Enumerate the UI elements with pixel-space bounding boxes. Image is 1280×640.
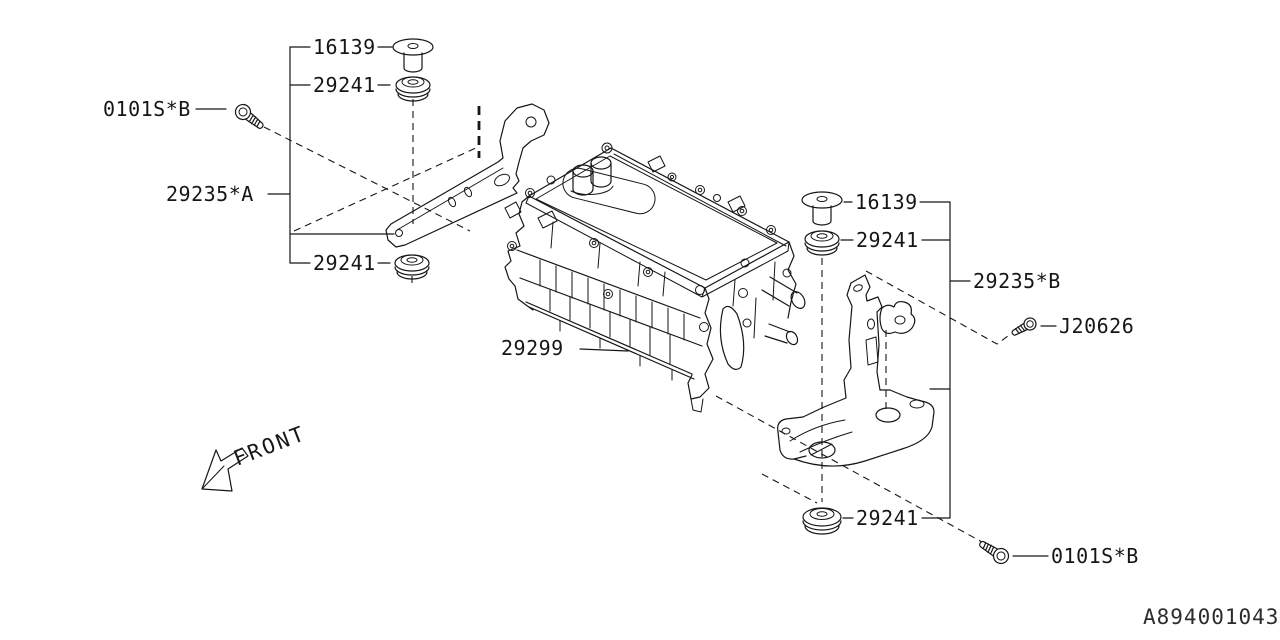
part-label-29235a[interactable]: 29235*A	[166, 182, 254, 206]
front-label: FRONT	[230, 421, 309, 471]
part-label-29235b[interactable]: 29235*B	[973, 269, 1061, 293]
part-label-29241-right-bottom[interactable]: 29241	[856, 506, 919, 530]
grommet-icon-left-top	[395, 76, 431, 102]
screw-icon-j20626	[1011, 317, 1037, 336]
connector-cylinders	[570, 156, 614, 196]
part-label-0101sb-top-left[interactable]: 0101S*B	[103, 97, 191, 121]
pin-icon-left	[392, 38, 434, 73]
part-label-16139-left[interactable]: 16139	[313, 35, 376, 59]
grommet-icon-right-top	[804, 230, 840, 256]
front-direction-arrow: FRONT	[201, 421, 309, 492]
bolt-icon-top-left	[234, 103, 264, 129]
bolt-icon-bottom-right	[979, 540, 1010, 565]
label-linework	[195, 46, 1057, 557]
construction-lines	[263, 99, 1009, 543]
part-label-29241-left-top[interactable]: 29241	[313, 73, 376, 97]
unit-bolts	[507, 142, 792, 332]
pin-icon-right	[801, 191, 843, 226]
grommet-icon-right-bottom	[802, 507, 842, 535]
part-label-29299[interactable]: 29299	[501, 336, 564, 360]
inverter-unit-drawing	[504, 142, 806, 413]
part-label-16139-right[interactable]: 16139	[855, 190, 918, 214]
grommet-icon-left-bottom	[394, 254, 430, 280]
part-label-29241-right-top[interactable]: 29241	[856, 228, 919, 252]
bracket-b-drawing	[777, 274, 935, 467]
bracket-a-drawing	[385, 103, 550, 248]
diagram-code: A894001043	[1143, 605, 1279, 629]
part-label-j20626[interactable]: J20626	[1059, 314, 1134, 338]
part-label-29241-left-bottom[interactable]: 29241	[313, 251, 376, 275]
part-label-0101sb-bottom-right[interactable]: 0101S*B	[1051, 544, 1139, 568]
